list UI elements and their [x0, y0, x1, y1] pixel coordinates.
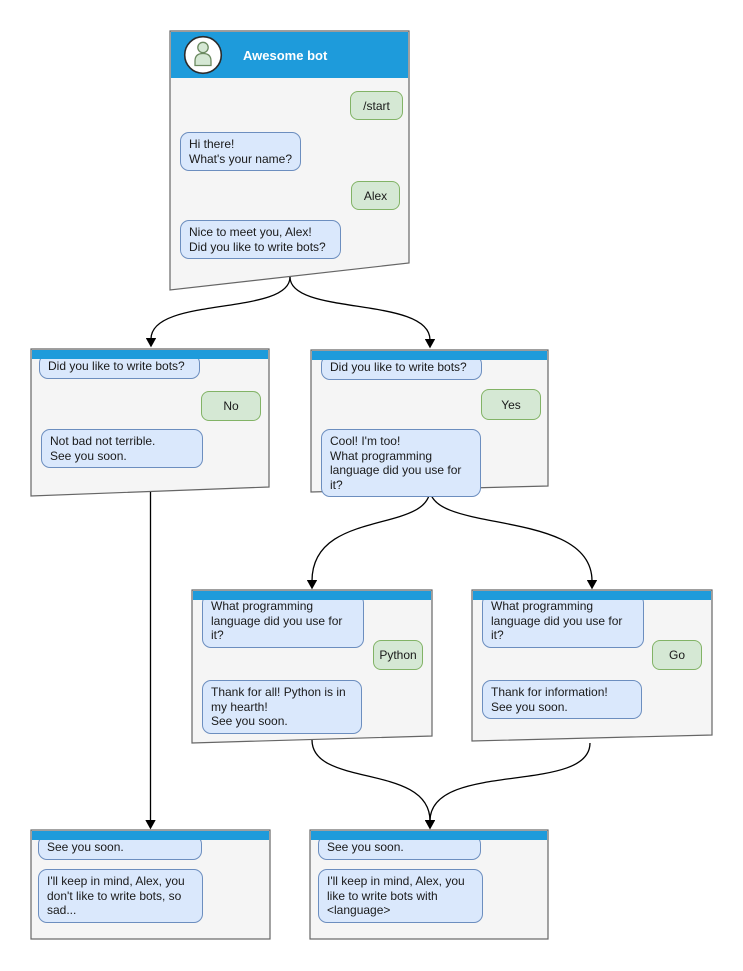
message-end-no-reply: I'll keep in mind, Alex, you don't like …: [38, 869, 203, 923]
message-go-reply: Thank for information! See you soon.: [482, 680, 642, 719]
edge-yes-to-go: [429, 488, 598, 590]
edge-root-to-no: [145, 276, 291, 348]
message-end-yes-reply: I'll keep in mind, Alex, you like to wri…: [318, 869, 483, 923]
edge-root-to-yes: [289, 276, 436, 349]
message-bot-question: Nice to meet you, Alex! Did you like to …: [180, 220, 341, 259]
message-bot-greeting: Hi there! What's your name?: [180, 132, 301, 171]
bot-title: Awesome bot: [243, 47, 328, 63]
edge-python-to-end: [311, 739, 436, 830]
bot-header: Awesome bot: [171, 32, 408, 78]
titlebar-end-no-window: [32, 831, 269, 840]
message-go-question: What programming language did you use fo…: [482, 594, 644, 648]
titlebar-python-window: [193, 591, 431, 600]
edge-go-to-end: [424, 742, 591, 830]
titlebar-end-yes-window: [311, 831, 547, 840]
message-go-answer: Go: [652, 640, 702, 670]
message-python-answer: Python: [373, 640, 423, 670]
message-yes-reply: Cool! I'm too! What programming language…: [321, 429, 481, 497]
person-icon: [183, 35, 223, 75]
message-user-name: Alex: [351, 181, 400, 210]
message-yes-answer: Yes: [481, 389, 541, 420]
message-python-question: What programming language did you use fo…: [202, 594, 364, 648]
message-user-start: /start: [350, 91, 403, 120]
message-no-reply: Not bad not terrible. See you soon.: [41, 429, 203, 468]
titlebar-yes-window: [312, 351, 547, 360]
titlebar-go-window: [473, 591, 711, 600]
message-python-reply: Thank for all! Python is in my hearth! S…: [202, 680, 362, 734]
message-no-answer: No: [201, 391, 261, 421]
titlebar-no-window: [32, 350, 268, 359]
edge-yes-to-python: [306, 488, 431, 590]
